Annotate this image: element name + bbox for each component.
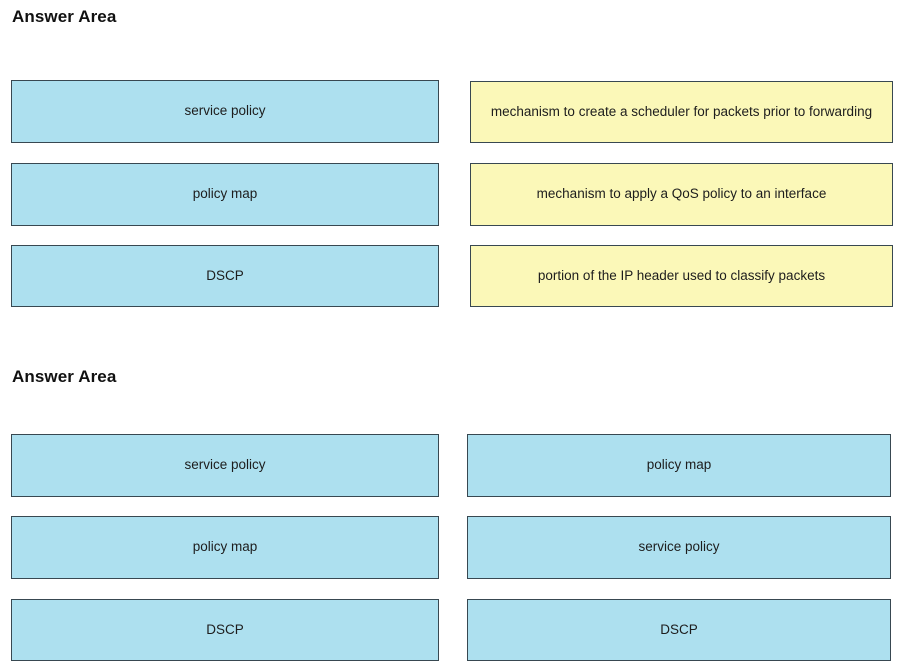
definition-slot-top-2-label: mechanism to apply a QoS policy to an in… [536,186,827,202]
answer-area-section-top: Answer Area service policy policy map DS… [11,7,893,307]
term-tile-top-3-label: DSCP [206,267,244,283]
term-tile-top-1[interactable]: service policy [11,80,439,143]
answer-tile-bottom-1[interactable]: policy map [467,434,891,497]
term-tile-top-2[interactable]: policy map [11,163,439,226]
definition-slot-top-3-label: portion of the IP header used to classif… [537,267,826,283]
term-tile-bottom-1-label: service policy [184,457,266,473]
definition-slot-top-3[interactable]: portion of the IP header used to classif… [470,245,893,307]
term-tile-bottom-2-label: policy map [192,539,258,555]
answer-tile-bottom-2-label: service policy [638,539,720,555]
answer-tile-bottom-3-label: DSCP [660,621,698,637]
page-title-bottom: Answer Area [12,367,117,386]
answer-tile-bottom-3[interactable]: DSCP [467,599,891,661]
definition-slot-top-2[interactable]: mechanism to apply a QoS policy to an in… [470,163,893,226]
term-tile-top-2-label: policy map [192,186,258,202]
term-tile-bottom-3[interactable]: DSCP [11,599,439,661]
term-tile-top-1-label: service policy [184,103,266,119]
answer-area-section-bottom: Answer Area service policy policy map DS… [0,336,905,672]
page-title-top: Answer Area [12,7,117,26]
definition-slot-top-1-label: mechanism to create a scheduler for pack… [490,103,873,119]
term-tile-bottom-1[interactable]: service policy [11,434,439,497]
answer-tile-bottom-1-label: policy map [646,457,712,473]
term-tile-bottom-2[interactable]: policy map [11,516,439,579]
term-tile-top-3[interactable]: DSCP [11,245,439,307]
term-tile-bottom-3-label: DSCP [206,621,244,637]
answer-tile-bottom-2[interactable]: service policy [467,516,891,579]
definition-slot-top-1[interactable]: mechanism to create a scheduler for pack… [470,81,893,143]
